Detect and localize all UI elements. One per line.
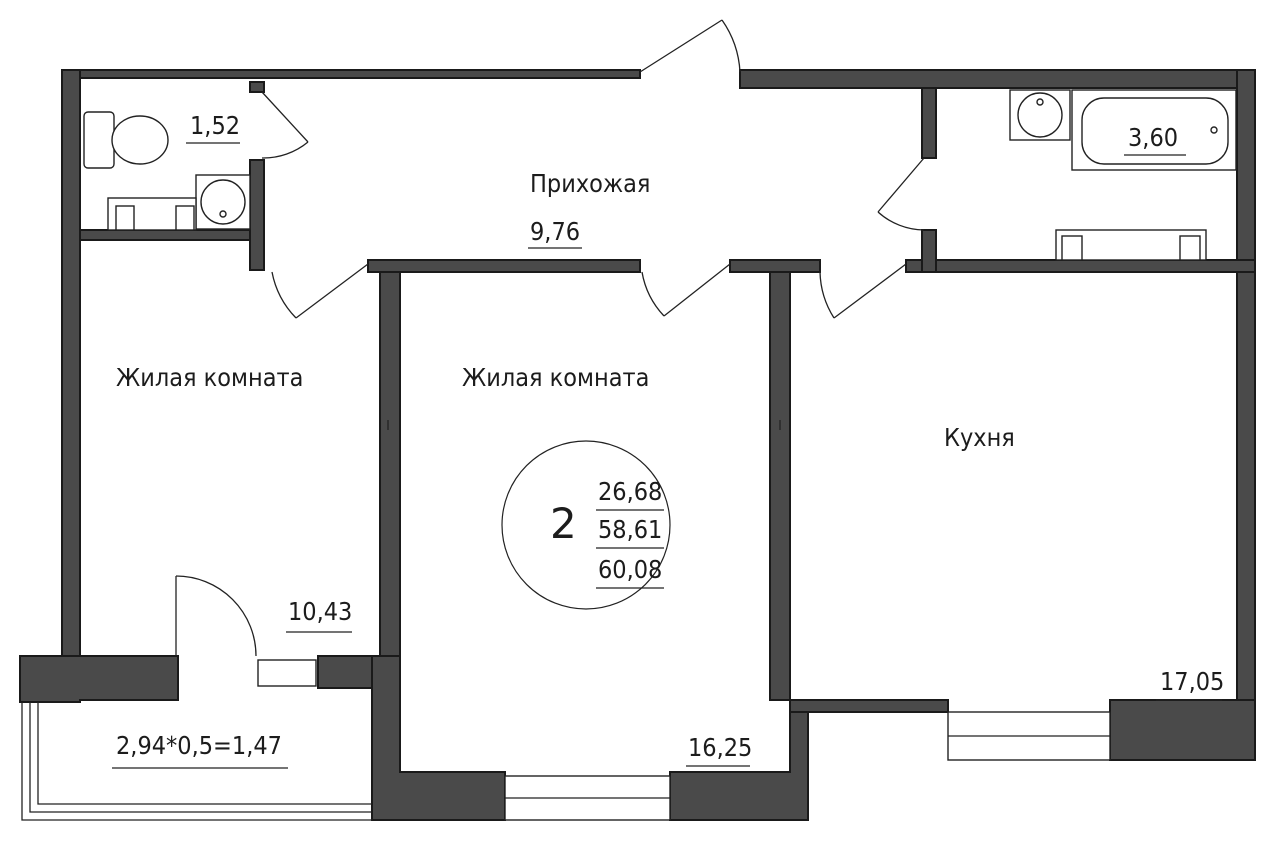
room-labels: 1,52 Прихожая 9,76 3,60 Жилая комната 10… — [112, 111, 1224, 769]
toilet-bowl-icon — [111, 115, 169, 165]
kitchen-name: Кухня — [944, 423, 1015, 452]
summary-badge: 2 26,68 58,61 60,08 — [501, 440, 671, 610]
balcony-area: 2,94*0,5=1,47 — [116, 731, 282, 760]
windows — [21, 659, 1111, 821]
living-area-total: 26,68 — [598, 477, 662, 506]
living-center-area: 16,25 — [688, 733, 752, 762]
fixtures — [83, 89, 1237, 261]
living-left-name: Жилая комната — [116, 363, 303, 392]
total-area: 58,61 — [598, 515, 662, 544]
hallway-name: Прихожая — [530, 169, 650, 198]
toilet-tank-icon — [83, 111, 115, 169]
wc-area: 1,52 — [190, 111, 240, 140]
bathroom-area: 3,60 — [1128, 123, 1178, 152]
kitchen-area: 17,05 — [1160, 667, 1224, 696]
living-center-name: Жилая комната — [462, 363, 649, 392]
room-count: 2 — [550, 499, 577, 548]
doors — [175, 19, 925, 657]
total-with-balcony: 60,08 — [598, 555, 662, 584]
living-left-area: 10,43 — [288, 597, 352, 626]
hallway-area: 9,76 — [530, 217, 580, 246]
